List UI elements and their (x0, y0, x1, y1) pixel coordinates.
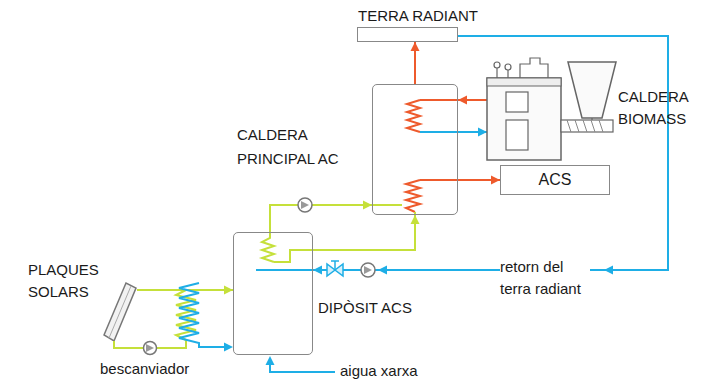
arrow-head (411, 215, 420, 224)
radiant-floor-box: TERRA RADIANT (357, 27, 458, 42)
feed-screw (561, 120, 613, 132)
boiler-pipe (520, 58, 548, 78)
pump-mark (301, 201, 309, 209)
dhw-tank: DIPÒSIT ACS (233, 232, 313, 355)
gauge (494, 62, 500, 68)
boiler-door (506, 92, 528, 112)
node-heading: DIPÒSIT ACS (318, 297, 412, 319)
solar-pipe (274, 250, 313, 262)
gauge (505, 64, 511, 70)
arrow-head (411, 42, 420, 51)
arrow-head (458, 96, 467, 105)
mains-water-label: aigua xarxa (340, 360, 418, 382)
boiler-top (487, 78, 561, 86)
return-label: retorn del terra radiant (500, 256, 590, 300)
arrow-head (491, 176, 500, 185)
arrow-head (266, 356, 275, 365)
valve-symbol (327, 261, 343, 276)
pipe-line (313, 36, 668, 270)
pipe-connector (458, 128, 487, 137)
dhw-coil (406, 180, 420, 212)
heating-coil (407, 100, 420, 132)
boiler-door (506, 120, 528, 150)
screw-thread (567, 120, 603, 132)
gauge-stem (496, 68, 497, 78)
node-heading: PLAQUES SOLARS (28, 259, 124, 303)
arrow-head (604, 266, 613, 275)
boiler-body (487, 78, 561, 160)
hot-pipe (420, 99, 458, 101)
arrow-head (313, 266, 322, 275)
valve-part (335, 264, 343, 276)
return-pipe (420, 131, 458, 133)
arrow-head (224, 286, 233, 295)
panel-line (109, 286, 131, 338)
boiler-tank: CALDERA PRINCIPAL AC (372, 84, 458, 215)
node-heading: TERRA RADIANT (358, 5, 478, 27)
pipe-connector (270, 201, 372, 233)
dhw-box: ACS (500, 165, 610, 195)
pump-symbol (298, 198, 312, 212)
node-label: ACS (539, 169, 572, 191)
pipe-connector (313, 215, 420, 250)
hopper-neck (591, 118, 592, 120)
biomass-boiler-symbol (487, 58, 616, 160)
fuel-hopper (568, 62, 616, 118)
solar-coil (262, 232, 274, 262)
pipe-connector (458, 96, 487, 105)
return-pipe (256, 269, 313, 271)
solar-panel-symbol (104, 283, 136, 341)
gauge-stem (507, 70, 508, 78)
pipe-connector (313, 36, 668, 275)
valve-stem (331, 260, 339, 262)
arrow-head (363, 201, 372, 210)
pump-mark (364, 266, 372, 274)
arrow-head (224, 343, 233, 352)
arrow-head (478, 128, 487, 137)
pump-body (361, 263, 375, 277)
pump-body (298, 198, 312, 212)
mains-pipe (270, 364, 335, 372)
pump-mark (146, 344, 154, 352)
pipe-line (270, 205, 372, 232)
exchanger-label: bescanviador (100, 358, 189, 380)
hot-pipe (420, 179, 458, 181)
biomass-boiler: CALDERA BIOMASS (487, 78, 561, 160)
node-heading: CALDERA BIOMASS (618, 86, 698, 130)
node-heading: CALDERA PRINCIPAL AC (237, 123, 365, 171)
pipe-connector (411, 42, 420, 84)
pump-body (144, 342, 157, 355)
pump-symbol (144, 342, 157, 355)
pipe-connector (458, 176, 500, 185)
solar-panel: PLAQUES SOLARS (103, 283, 137, 343)
solar-pipe (372, 204, 402, 206)
exchanger-coil (179, 283, 225, 347)
pipe-line (313, 215, 415, 250)
arrow-head (378, 266, 387, 275)
pump-symbol (361, 263, 375, 277)
valve-stem (334, 261, 336, 270)
